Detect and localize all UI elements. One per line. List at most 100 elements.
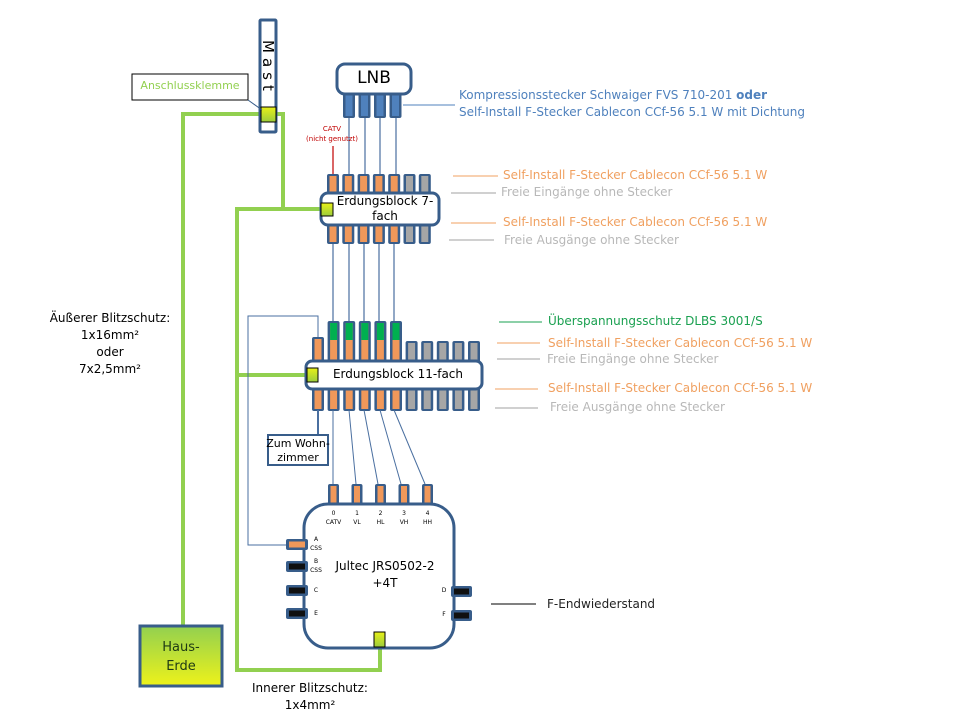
wohnzimmer-label-line2: zimmer [277, 451, 319, 464]
lnb-output-port-fill [345, 94, 353, 116]
block7-output-port-fill [344, 224, 352, 242]
block11-input-port-surge-protector [392, 323, 400, 340]
multiswitch-input-port-3-fill [401, 486, 407, 504]
block11-input-port-surge-protector [376, 323, 384, 340]
port-sub: CSS [310, 567, 322, 574]
lnb-output-port-fill [361, 94, 368, 116]
mast-terminal [260, 106, 277, 123]
block7-input-port-fill [390, 176, 398, 194]
block11-top-ports [312, 321, 480, 364]
block7-input-port-fill [375, 176, 383, 194]
block7-to-block11-cables [332, 244, 395, 323]
block7-bottom-ports [327, 222, 431, 244]
multiswitch-input-port-2-fill [377, 486, 384, 504]
block7-output-port-fill [329, 224, 337, 242]
multiswitch-output-port-B-fill [289, 563, 305, 570]
port-id: E [314, 610, 318, 617]
block11-input-port-fill [361, 323, 369, 362]
port-id: C [313, 587, 319, 594]
block11-legend-4: Freie Ausgänge ohne Stecker [550, 400, 725, 414]
block11-legend-2: Freie Eingänge ohne Stecker [547, 352, 719, 366]
haus-erde-box [138, 624, 224, 688]
block11-legend-3: Self-Install F-Stecker Cablecon CCf-56 5… [548, 381, 813, 395]
lnb-label: LNB [357, 68, 391, 88]
block11-output-port-fill [361, 389, 369, 409]
multiswitch-input-name: VH [399, 519, 409, 526]
aeusserer-blitzschutz-label: Äußerer Blitzschutz: 1x16mm² oder 7x2,5m… [40, 310, 180, 378]
block11-output-port-fill [439, 389, 447, 409]
block7-input-port-fill [406, 176, 413, 194]
block11-input-port-fill [314, 339, 322, 362]
multiswitch-output-label-D: D [441, 587, 447, 594]
catv-note-line1: CATV [322, 125, 342, 133]
block7-top-ports [327, 174, 431, 196]
lnb-cables [348, 118, 397, 174]
block11-output-port-fill [470, 389, 478, 409]
multiswitch-output-port-C-fill [289, 587, 305, 594]
ground-wires [181, 112, 382, 672]
haus-erde-label: Haus- Erde [140, 638, 222, 676]
block7-input-port-fill [329, 176, 337, 194]
endwiderstand-label: F-Endwiederstand [547, 597, 656, 611]
block7-input-port-fill [421, 176, 429, 194]
multiswitch-input-label-3: 3 VH [389, 509, 420, 527]
block11-output-port-fill [314, 389, 322, 409]
multiswitch-input-name: VL [353, 519, 361, 526]
aeusserer-blitzschutz-line4: 7x2,5mm² [78, 362, 141, 376]
multiswitch-input-port-1-fill [354, 486, 360, 504]
port-id: B [313, 558, 319, 565]
multiswitch-output-port-E-fill [289, 610, 305, 617]
block11-input-port-surge-protector [361, 323, 369, 340]
lnb-connector-note-or: oder [736, 88, 768, 102]
block11-legend-1: Self-Install F-Stecker Cablecon CCf-56 5… [548, 336, 813, 350]
multiswitch-label-line2: +4T [372, 576, 398, 590]
block11-legend-0: Überspannungsschutz DLBS 3001/S [548, 314, 763, 328]
multiswitch-output-label-B: B CSS [309, 557, 323, 575]
multiswitch-input-label-4: 4 HH [412, 509, 443, 527]
catv-note-line2: (nicht genutzt) [306, 135, 358, 143]
multiswitch-input-label-1: 1 VL [342, 509, 373, 527]
block11-output-port-fill [408, 389, 416, 409]
aeusserer-blitzschutz-line1: Äußerer Blitzschutz: [49, 311, 171, 325]
anschlussklemme-label: Anschlussklemme [140, 79, 240, 92]
block7-output-port-fill [360, 224, 368, 242]
multiswitch-output-port-D-fill [454, 588, 469, 595]
multiswitch-label-line1: Jultec JRS0502-2 [335, 559, 435, 573]
block7-terminal [320, 202, 334, 217]
multiswitch-terminal [373, 631, 386, 648]
block7-legend-3: Freie Ausgänge ohne Stecker [504, 233, 679, 247]
haus-erde-line2: Erde [166, 659, 196, 674]
multiswitch-output-label-E: E [309, 609, 323, 618]
port-id: A [313, 536, 319, 543]
lnb-body [335, 62, 413, 96]
aeusserer-blitzschutz-line2: 1x16mm² [80, 328, 140, 342]
multiswitch-input-name: HL [376, 519, 385, 526]
block11-input-port-fill [423, 343, 431, 362]
block7-ground-wire [235, 207, 382, 672]
block11-input-port-fill [470, 343, 478, 362]
block7-legend-1: Freie Eingänge ohne Stecker [501, 185, 673, 199]
outer-lightning-wire [181, 112, 285, 625]
lnb-connector-note-line1: Kompressionsstecker Schwaiger FVS 710-20… [459, 88, 767, 102]
block7-output-port-fill [421, 224, 429, 242]
lnb-output-port-fill [376, 94, 384, 116]
multiswitch-body [302, 502, 456, 650]
wohnzimmer-box [267, 434, 329, 466]
block7-output-port-fill [375, 224, 383, 242]
anschlussklemme-box [131, 73, 249, 101]
block11-output-port-fill [330, 389, 338, 409]
multiswitch-input-label-0: 0 CATV [318, 509, 349, 527]
lnb-output-port-fill [392, 94, 399, 116]
block7-output-port-fill [406, 224, 413, 242]
css-a-cable [247, 315, 319, 546]
block11-output-port-fill [345, 389, 353, 409]
wohnzimmer-label-line1: Zum Wohn- [266, 437, 330, 450]
innerer-blitzschutz-line2: 1x4mm² [284, 698, 336, 712]
multiswitch-input-label-2: 2 HL [365, 509, 396, 527]
block11-label: Erdungsblock 11-fach [332, 367, 464, 381]
block11-input-port-fill [330, 323, 338, 362]
block7-output-port-fill [390, 224, 398, 242]
block7-legend-lines [449, 175, 498, 241]
block11-body [304, 359, 484, 391]
